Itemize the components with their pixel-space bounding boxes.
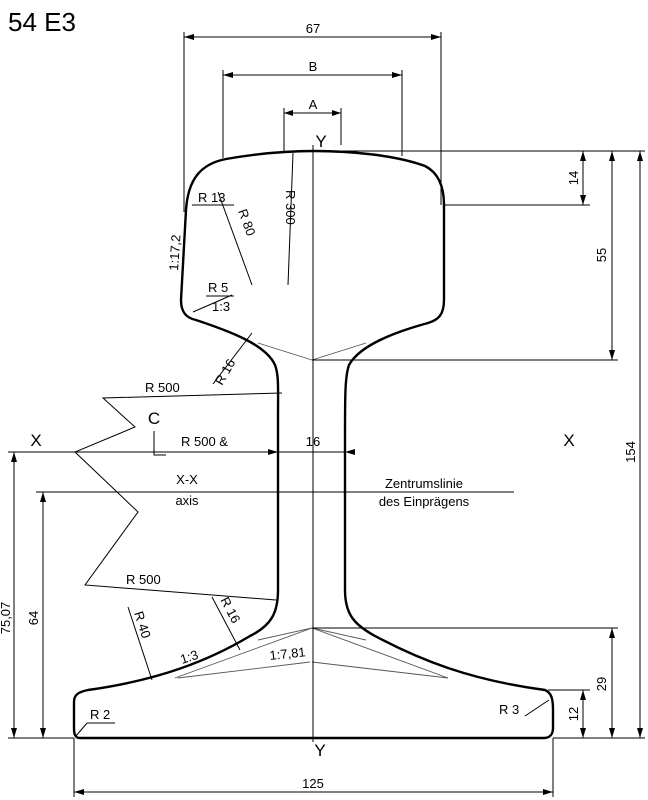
dim-67-arrow-left [184, 34, 194, 40]
xx-axis-label-1: X-X [176, 472, 198, 487]
dim-64-arrow-top [40, 492, 46, 502]
foot-top-line-right [311, 627, 367, 641]
centroid-label: C [148, 409, 160, 428]
dim-12-arrow-bottom [580, 728, 586, 738]
r2-label: R 2 [90, 707, 110, 722]
foot-slope-line-left [174, 627, 313, 679]
r16a-label: R 16 [212, 356, 239, 387]
head-underside-line-left [257, 342, 313, 361]
r500c-label: R 500 [126, 572, 161, 587]
dim-b-arrow-right [392, 72, 402, 78]
dim-67-arrow-right [431, 34, 441, 40]
dim-12-arrow-top [580, 690, 586, 700]
dim-64-label: 64 [26, 611, 41, 625]
foot-top-line-left [257, 627, 313, 641]
dim-12-label: 12 [566, 707, 581, 721]
foot-slope-line-right [311, 627, 449, 679]
r16b-leader [211, 596, 241, 651]
slope-17-2-label: 1:17,2 [166, 234, 183, 271]
slope-7-81-label: 1:7,81 [269, 644, 307, 663]
r500b-label: R 500 & [181, 434, 228, 449]
dim-55-arrow-bottom [609, 350, 615, 360]
dim-7507-arrow-bottom [11, 728, 17, 738]
dim-b-label: B [309, 59, 318, 74]
dim-a-arrow-right [332, 110, 341, 116]
x-axis-label-left: X [30, 431, 41, 450]
dim-154-arrow-bottom [637, 728, 643, 738]
r80-leader [217, 191, 253, 286]
xx-axis-label-2: axis [175, 493, 199, 508]
dim-14-arrow-top [580, 151, 586, 161]
slope-1-3-head-label: 1:3 [212, 299, 230, 314]
r300-leader [287, 152, 294, 286]
r5-label: R 5 [208, 280, 228, 295]
foot-slope-line-781-right [311, 661, 449, 679]
dim-29-label: 29 [594, 677, 609, 691]
r40-leader [127, 606, 153, 681]
dim-125-arrow-left [74, 789, 84, 795]
dim-b-arrow-left [223, 72, 233, 78]
dim-14-arrow-bottom [580, 195, 586, 205]
dim-55-arrow-top [609, 151, 615, 161]
dim-29-arrow-top [609, 628, 615, 638]
drawing-title: 54 E3 [8, 7, 76, 37]
dim-16-arrow-left [268, 449, 278, 455]
dim-154-label: 154 [623, 441, 638, 463]
dim-55-label: 55 [594, 248, 609, 262]
dim-29-arrow-bottom [609, 728, 615, 738]
dim-a-arrow-left [284, 110, 293, 116]
dim-14-label: 14 [566, 171, 581, 185]
r80-label: R 80 [235, 207, 258, 238]
centroid-leader [153, 431, 166, 456]
r500a-label: R 500 [145, 380, 180, 395]
dim-7507-label: 75,07 [0, 602, 13, 635]
r3-leader [524, 699, 550, 717]
zigzag-leader [74, 392, 283, 601]
slope-1-3-foot-label: 1:3 [178, 647, 200, 667]
head-underside-line-right [311, 342, 367, 361]
dim-125-arrow-right [543, 789, 553, 795]
foot-slope-line-781 [177, 661, 311, 679]
dim-16-label: 16 [306, 434, 320, 449]
dim-16-arrow-right [345, 449, 355, 455]
centre-line-label-2: des Einprägens [379, 494, 470, 509]
r300-label: R 300 [283, 190, 298, 225]
y-axis-label-bottom: Y [314, 741, 325, 760]
y-axis-label-top: Y [315, 132, 326, 151]
r3-label: R 3 [499, 702, 519, 717]
r16a-leader [212, 332, 253, 385]
r5-leader [192, 294, 233, 313]
x-axis-label-right: X [563, 431, 574, 450]
dim-125-label: 125 [302, 776, 324, 791]
r16b-label: R 16 [217, 594, 243, 625]
r13-label: R 13 [198, 190, 225, 205]
r2-leader [75, 722, 88, 737]
dim-67-label: 67 [306, 21, 320, 36]
r40-label: R 40 [131, 609, 154, 640]
dim-64-arrow-bottom [40, 728, 46, 738]
dim-7507-arrow-top [11, 452, 17, 462]
dim-154-arrow-top [637, 151, 643, 161]
centre-line-label-1: Zentrumslinie [385, 476, 463, 491]
dim-a-label: A [309, 97, 318, 112]
